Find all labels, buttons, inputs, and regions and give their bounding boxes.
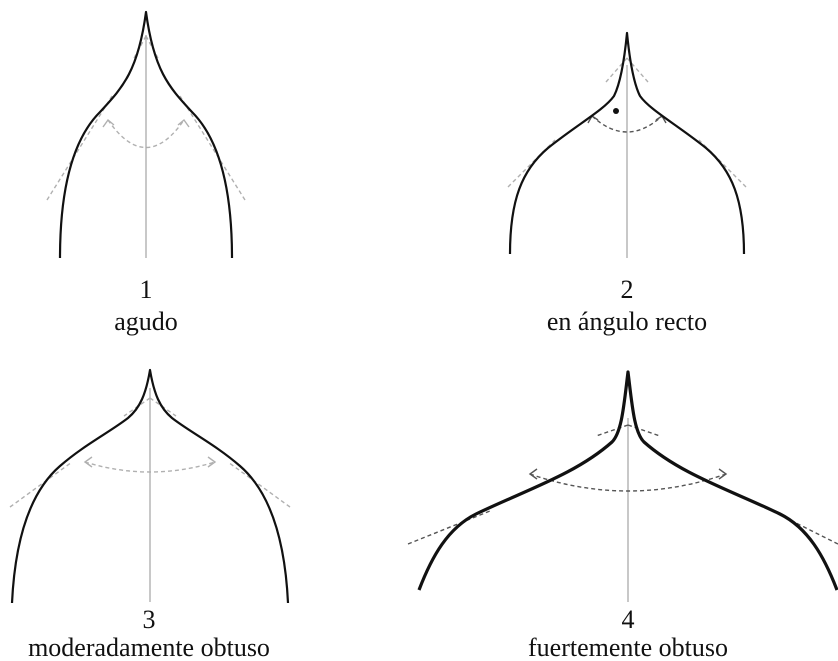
shoulder-tangent-right-3 [227,461,291,508]
panel-number-2: 2 [621,275,634,304]
panel-label-2: en ángulo recto [547,307,707,336]
tip-tangent-right-4 [627,424,661,437]
panel-number-3: 3 [143,605,156,634]
angle-arc-4 [529,473,727,492]
tip-tangent-right-1 [145,35,160,61]
tip-tangent-left-2 [605,57,628,83]
panel-label-4: fuertemente obtuso [528,633,728,661]
shoulder-tangent-right-4 [771,510,838,545]
shoulder-tangent-right-1 [179,95,246,201]
panel-label-3: moderadamente obtuso [28,633,270,661]
arrowhead-right-1 [177,118,190,128]
arrowhead-right-3 [207,456,217,468]
shoulder-tangent-left-1 [46,95,113,201]
arrowhead-right-4 [718,468,728,480]
leaf-outline-4 [417,370,838,591]
shoulder-tangent-left-4 [407,510,491,545]
shoulder-tangent-left-3 [9,461,73,508]
panel-number-1: 1 [140,275,153,304]
right-angle-dot-2 [613,108,619,114]
tip-tangent-left-4 [595,424,629,437]
panel-number-4: 4 [622,605,635,634]
arrowhead-left-4 [528,468,538,480]
tip-tangent-right-2 [626,57,649,83]
leaf-outline-3 [10,368,290,604]
panel-4: 4 fuertemente obtuso [407,370,838,661]
tip-tangent-left-1 [132,35,147,61]
panel-2: 2 en ángulo recto [507,31,747,336]
angle-arc-1 [107,119,185,148]
leaf-outline-1 [58,10,234,259]
panel-1: 1 agudo [46,10,246,336]
angle-arc-3 [84,461,216,473]
arrowhead-left-3 [83,456,93,468]
leaf-outline-2 [508,31,746,255]
angle-arc-2 [591,115,663,133]
panel-label-1: agudo [114,307,178,336]
panel-3: 3 moderadamente obtuso [9,368,291,661]
arrowhead-left-1 [102,118,115,128]
